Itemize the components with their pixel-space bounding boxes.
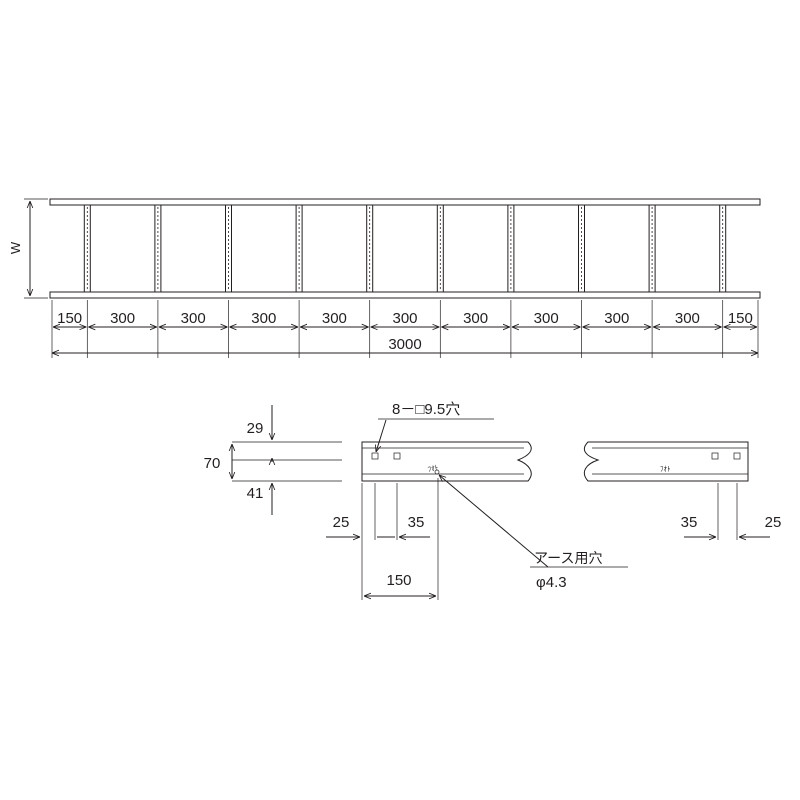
left-first-hole-label: 25 <box>333 514 350 531</box>
rung <box>648 204 656 293</box>
rail-detail-view: ﾌｵﾄ ﾌｵﾄ 8－□9.5穴 70 29 41 <box>204 401 782 600</box>
segment-dimension-label: 300 <box>251 310 276 327</box>
segment-dimension-label: 300 <box>181 310 206 327</box>
segment-dimension-label: 300 <box>322 310 347 327</box>
segment-dimension-label: 300 <box>392 310 417 327</box>
rail-height-label: 70 <box>204 455 221 472</box>
upper-offset-label: 29 <box>247 420 264 437</box>
segment-dimension-label: 150 <box>728 310 753 327</box>
ladder-plan-view: W 150 300 300 300 300 300 300 300 300 300 150 3000 <box>8 198 761 358</box>
ground-hole-diameter: φ4.3 <box>536 574 567 591</box>
square-hole-2 <box>393 452 401 460</box>
rungs-group <box>83 204 727 293</box>
rung <box>719 204 727 293</box>
right-first-hole-label: 25 <box>765 514 782 531</box>
square-hole-1 <box>371 452 379 460</box>
right-second-hole-label: 35 <box>681 514 698 531</box>
hole-callout: 8－□9.5穴 <box>392 401 460 418</box>
segment-dimensions: 150 300 300 300 300 300 300 300 300 300 150 <box>53 310 757 327</box>
svg-text:ﾌｵﾄ: ﾌｵﾄ <box>660 465 671 473</box>
rung <box>366 204 374 293</box>
ground-hole-leader <box>439 475 549 568</box>
segment-dimension-label: 300 <box>534 310 559 327</box>
hole-callout-leader <box>376 419 387 452</box>
rung <box>225 204 232 293</box>
segment-dimension-label: 300 <box>463 310 488 327</box>
left-rail-fragment: ﾌｵﾄ <box>361 441 532 482</box>
ground-hole <box>434 469 440 475</box>
segment-dimension-label: 150 <box>57 310 82 327</box>
ground-offset-label: 150 <box>386 572 411 589</box>
segment-dimension-label: 300 <box>110 310 135 327</box>
rung <box>507 204 515 293</box>
width-label: W <box>8 241 23 254</box>
total-length-label: 3000 <box>388 336 421 353</box>
left-second-hole-label: 35 <box>408 514 425 531</box>
svg-text:ﾌｵﾄ: ﾌｵﾄ <box>427 464 439 474</box>
top-side-rail <box>49 198 761 206</box>
bottom-side-rail <box>49 291 761 299</box>
square-hole-3 <box>711 452 719 460</box>
rung <box>295 204 303 293</box>
square-hole-4 <box>733 452 741 460</box>
rung <box>83 204 91 293</box>
right-rail-fragment: ﾌｵﾄ <box>583 441 749 482</box>
extension-lines <box>51 300 759 358</box>
ground-hole-label: アース用穴 <box>534 550 602 566</box>
lower-offset-label: 41 <box>247 485 264 502</box>
segment-dimension-label: 300 <box>604 310 629 327</box>
rung <box>578 204 585 293</box>
rung <box>436 204 444 293</box>
rung <box>154 204 162 293</box>
segment-dimension-label: 300 <box>675 310 700 327</box>
